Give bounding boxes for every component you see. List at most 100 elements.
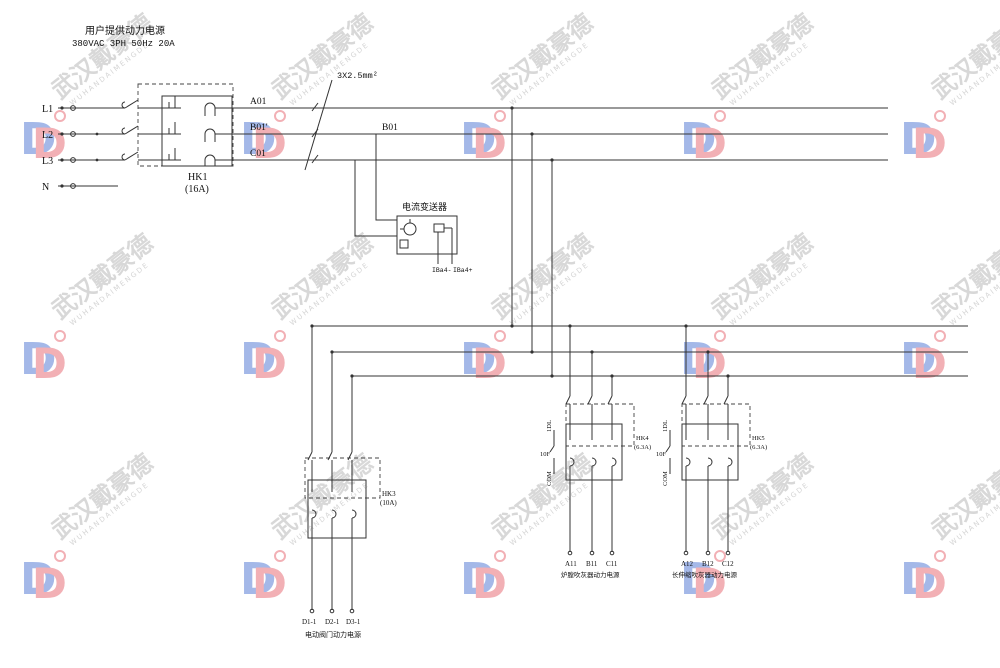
watermark-logo-6: DD (240, 330, 287, 388)
phase-label-n: N (42, 182, 49, 193)
svg-text:D: D (900, 114, 937, 165)
svg-text:武汉戴豪德: 武汉戴豪德 (46, 449, 158, 545)
svg-text:武汉戴豪德: 武汉戴豪德 (706, 229, 818, 325)
svg-text:D: D (692, 119, 727, 168)
svg-text:武汉戴豪德: 武汉戴豪德 (266, 9, 378, 105)
hk5-rating: (6.3A) (750, 444, 767, 451)
svg-text:D: D (460, 114, 497, 165)
main-bus (245, 79, 888, 171)
watermark-logo-5: DD (20, 330, 67, 388)
hk5-out-1: A12 (681, 560, 694, 568)
hk1-label: HK1 (188, 172, 207, 183)
svg-text:武汉戴豪德: 武汉戴豪德 (266, 229, 378, 325)
phase-label-l2: L2 (42, 130, 53, 141)
watermark-logo-13: DD (680, 550, 727, 608)
svg-text:D: D (680, 554, 717, 605)
watermark-logo-12: DD (460, 550, 507, 608)
hk5-out-2: B12 (702, 560, 714, 568)
svg-text:D: D (252, 339, 287, 388)
watermark-logo-8: DD (680, 330, 727, 388)
hk4-out-3: C11 (606, 560, 618, 568)
hk3-caption: 电动阀门动力电源 (305, 630, 361, 639)
watermark-logo-2: DD (460, 110, 507, 168)
transmitter-title: 电流变送器 (402, 201, 447, 212)
phase-label-l3: L3 (42, 156, 53, 167)
hk3-out-1: D1-1 (302, 618, 317, 626)
svg-text:D: D (472, 559, 507, 608)
hk4-rating: (6.3A) (634, 444, 651, 451)
phase-label-l1: L1 (42, 104, 53, 115)
svg-text:武汉戴豪德: 武汉戴豪德 (46, 229, 158, 325)
hk5-aux-com: COM (662, 471, 669, 486)
hk4-aux-10f: 10F (540, 451, 551, 458)
hk4-label: HK4 (636, 435, 649, 442)
breaker-hk3: HK3 (10A) D1-1 D2-1 D3-1 电动阀门动力电源 (302, 324, 397, 639)
svg-text:D: D (252, 559, 287, 608)
hk1-rating: (16A) (185, 184, 209, 195)
branch-bus (312, 106, 968, 378)
svg-text:武汉戴豪德: 武汉戴豪德 (486, 449, 598, 545)
svg-text:D: D (912, 559, 947, 608)
hk5-aux-1dl: 1DL (662, 420, 669, 432)
svg-text:武汉戴豪德: 武汉戴豪德 (46, 9, 158, 105)
svg-text:D: D (32, 559, 67, 608)
supply-input-wiring (58, 99, 175, 189)
hk5-aux-10f: 10F (656, 451, 667, 458)
hk5-label: HK5 (752, 435, 765, 442)
watermark-logo-7: DD (460, 330, 507, 388)
hk5-out-3: C12 (722, 560, 734, 568)
supply-spec: 380VAC 3PH 50Hz 20A (72, 39, 175, 49)
bus-label-c01: C01 (250, 149, 266, 159)
breaker-hk5: 1DL 10F COM HK5 (6.3A) A12 B12 C12 长伸缩吹灰… (656, 324, 767, 579)
svg-text:D: D (240, 554, 277, 605)
bus-label-b01p: B01' (250, 123, 268, 133)
hk3-out-2: D2-1 (325, 618, 340, 626)
transmitter-out-neg: IBa4- (432, 267, 452, 274)
watermark-logo-14: DD (900, 550, 947, 608)
svg-text:D: D (692, 339, 727, 388)
hk3-label: HK3 (382, 490, 396, 498)
svg-text:D: D (912, 339, 947, 388)
cable-spec: 3X2.5mm² (337, 71, 378, 81)
watermark-logo-0: DD (20, 110, 67, 168)
svg-text:D: D (20, 114, 57, 165)
svg-text:武汉戴豪德: 武汉戴豪德 (706, 449, 818, 545)
hk4-aux-com: COM (546, 471, 553, 486)
hk5-caption: 长伸缩吹灰器动力电源 (672, 570, 738, 579)
supply-title: 用户提供动力电源 (85, 24, 165, 37)
svg-text:D: D (32, 339, 67, 388)
hk4-aux-1dl: 1DL (546, 420, 553, 432)
main-breaker-hk1: HK1 (16A) (137, 83, 245, 195)
svg-text:D: D (240, 114, 277, 165)
watermark-logo-1: DD (240, 110, 287, 168)
svg-text:D: D (680, 114, 717, 165)
svg-text:D: D (20, 334, 57, 385)
svg-text:D: D (692, 559, 727, 608)
svg-text:武汉戴豪德: 武汉戴豪德 (486, 9, 598, 105)
watermark-logo-10: DD (20, 550, 67, 608)
breaker-hk4: 1DL 10F COM HK4 (6.3A) A11 B11 C11 炉膛吹灰器… (540, 324, 651, 579)
hk3-rating: (10A) (380, 499, 397, 507)
transmitter-out-pos: IBa4+ (453, 267, 473, 274)
svg-text:武汉戴豪德: 武汉戴豪德 (706, 9, 818, 105)
svg-text:D: D (20, 554, 57, 605)
watermark-logo-11: DD (240, 550, 287, 608)
hk4-out-2: B11 (586, 560, 598, 568)
svg-text:武汉戴豪德: 武汉戴豪德 (486, 229, 598, 325)
watermark-logo-3: DD (680, 110, 727, 168)
svg-text:D: D (472, 119, 507, 168)
